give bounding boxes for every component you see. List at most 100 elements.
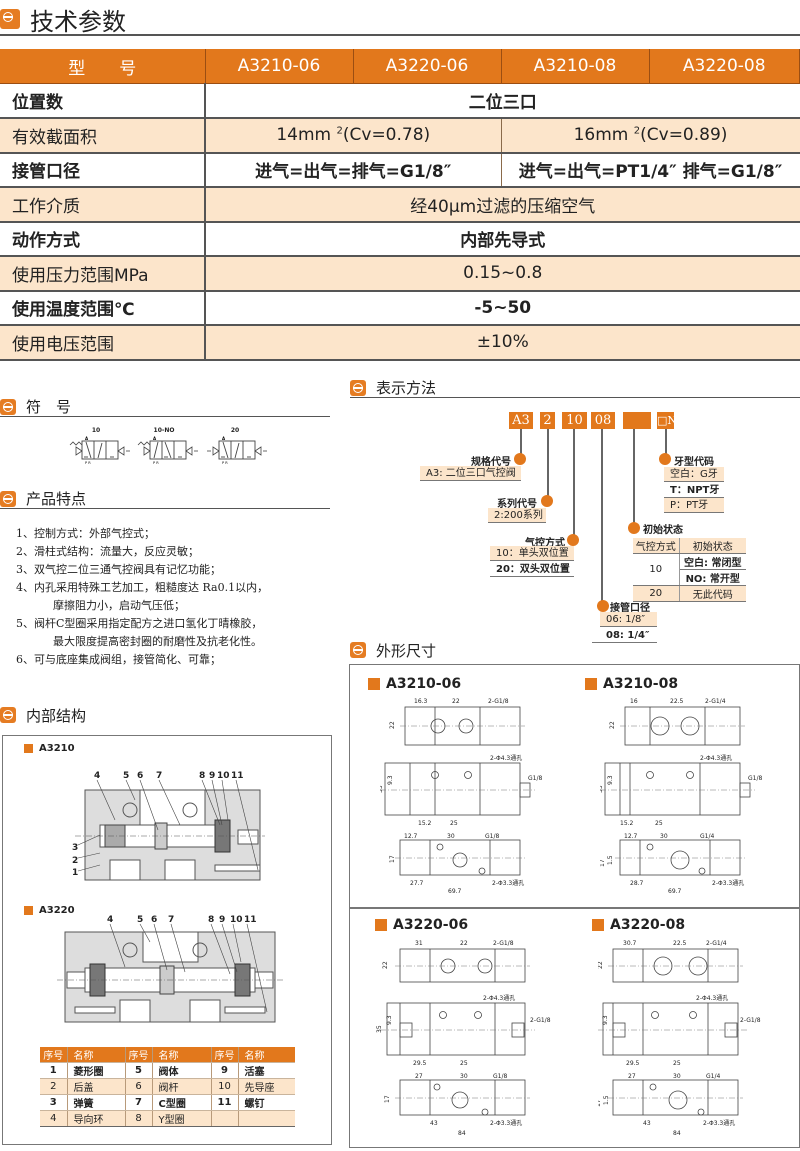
bullet-dot-icon bbox=[541, 495, 553, 507]
feature-item: 6、可与底座集成阀组，接管简化、可靠； bbox=[16, 653, 221, 666]
feature-item: 3、双气控二位三通气控阀具有记忆功能； bbox=[16, 563, 221, 576]
initial-state-title: 初始状态 bbox=[643, 525, 683, 536]
section-title: 技术参数 bbox=[30, 7, 126, 36]
svg-text:1.5: 1.5 bbox=[603, 1095, 610, 1105]
svg-text:G1/4: G1/4 bbox=[706, 1073, 720, 1080]
bullet-dot-icon bbox=[514, 453, 526, 465]
svg-text:2-G1/4: 2-G1/4 bbox=[705, 698, 726, 705]
svg-text:69.7: 69.7 bbox=[668, 888, 682, 895]
col-name: 名称 bbox=[238, 1047, 295, 1063]
model-a3220-06: A3220-06 bbox=[353, 49, 502, 84]
model-a3210-06: A3210-06 bbox=[205, 49, 354, 84]
svg-text:2-G1/4: 2-G1/4 bbox=[706, 940, 727, 947]
control-mode-option: 20：双头双位置 bbox=[490, 562, 574, 577]
spec-row: 工作介质 经40μm过滤的压缩空气 bbox=[0, 187, 800, 223]
svg-text:2: 2 bbox=[72, 856, 78, 866]
svg-text:35: 35 bbox=[600, 785, 604, 793]
svg-text:43: 43 bbox=[430, 1120, 438, 1127]
svg-text:31: 31 bbox=[415, 940, 423, 947]
feature-item: 2、滑柱式结构：流量大，反应灵敏； bbox=[16, 545, 199, 558]
svg-text:8: 8 bbox=[199, 771, 205, 781]
model-name: A3220 bbox=[39, 905, 75, 916]
valve-symbol-10: 10 A P R bbox=[68, 427, 130, 473]
code-thread: □N bbox=[657, 412, 678, 429]
initial-state-table: 气控方式 初始状态 10 空白: 常闭型 NO: 常开型 20 无此代码 bbox=[633, 538, 746, 602]
svg-text:9: 9 bbox=[219, 915, 225, 925]
col-no: 序号 bbox=[125, 1047, 153, 1063]
svg-text:4: 4 bbox=[107, 915, 113, 925]
spec-value: 14mm 2(Cv=0.78) bbox=[205, 118, 502, 154]
svg-text:2-G1/8: 2-G1/8 bbox=[530, 1017, 551, 1024]
col-no: 序号 bbox=[211, 1047, 239, 1063]
svg-text:22: 22 bbox=[460, 940, 468, 947]
feature-item: 1、控制方式：外部气控式； bbox=[16, 527, 155, 540]
svg-text:69.7: 69.7 bbox=[448, 888, 462, 895]
spec-label: 接管口径 bbox=[0, 152, 206, 188]
svg-text:7: 7 bbox=[156, 771, 162, 781]
a3220-06-dimension-drawing: 31 22 2-G1/8 22 2-Φ4.3通孔 35 9.3 2-G1/8 2… bbox=[376, 940, 551, 1137]
spec-row: 有效截面积 14mm 2(Cv=0.78) 16mm 2(Cv=0.89) bbox=[0, 118, 800, 154]
svg-text:12.7: 12.7 bbox=[624, 833, 638, 840]
svg-text:5: 5 bbox=[123, 771, 129, 781]
thread-code-option: P：PT牙 bbox=[664, 498, 724, 513]
spec-table: 型 号 A3210-06 A3220-06 A3210-08 A3220-08 … bbox=[0, 49, 800, 361]
leader-line bbox=[573, 429, 575, 539]
svg-text:2-Φ3.3通孔: 2-Φ3.3通孔 bbox=[492, 879, 524, 887]
tag-square-icon bbox=[368, 678, 380, 690]
a3210-06-dimension-drawing: 16.3 22 2-G1/8 22 2-Φ4.3通孔 35 9.3 G1/8 1… bbox=[380, 698, 542, 895]
code-initial-state bbox=[623, 412, 651, 429]
svg-text:43: 43 bbox=[643, 1120, 651, 1127]
spec-label: 使用电压范围 bbox=[0, 325, 206, 361]
svg-text:3: 3 bbox=[72, 843, 78, 853]
code-port: 08 bbox=[591, 412, 615, 429]
section-header-internal: 内部结构 bbox=[0, 705, 330, 725]
feature-item-continuation: 摩擦阻力小，启动气压低； bbox=[53, 599, 185, 612]
svg-text:17: 17 bbox=[600, 859, 606, 867]
svg-text:2-Φ4.3通孔: 2-Φ4.3通孔 bbox=[696, 994, 728, 1002]
section-header-designation: 表示方法 bbox=[350, 378, 800, 398]
section-title: 外形尺寸 bbox=[376, 641, 437, 660]
svg-text:22: 22 bbox=[609, 721, 616, 729]
svg-text:35: 35 bbox=[380, 785, 384, 793]
svg-text:27.7: 27.7 bbox=[410, 880, 424, 887]
svg-text:2-Φ3.3通孔: 2-Φ3.3通孔 bbox=[712, 879, 744, 887]
spec-value: 16mm 2(Cv=0.89) bbox=[501, 118, 800, 154]
model-name: A3220-06 bbox=[393, 917, 469, 933]
svg-text:2-Φ3.3通孔: 2-Φ3.3通孔 bbox=[490, 1119, 522, 1127]
valve-symbol-icon: A P R bbox=[207, 436, 267, 465]
feature-item: 5、阀杆C型圈采用指定配方之进口氢化丁晴橡胶， bbox=[16, 617, 263, 630]
svg-text:7: 7 bbox=[168, 915, 174, 925]
spec-value: 二位三口 bbox=[205, 83, 800, 119]
svg-text:30: 30 bbox=[447, 833, 455, 840]
spec-label: 工作介质 bbox=[0, 187, 206, 223]
svg-text:25: 25 bbox=[655, 820, 663, 827]
spec-value: ±10% bbox=[205, 325, 800, 361]
spec-value: 0.15~0.8 bbox=[205, 256, 800, 292]
svg-text:16: 16 bbox=[630, 698, 638, 705]
svg-text:P R: P R bbox=[85, 461, 91, 465]
spec-row: 使用温度范围℃ -5~50 bbox=[0, 290, 800, 326]
series-code-title: 系列代号 bbox=[497, 499, 537, 510]
valve-symbol-10-no: 10-NO A P R bbox=[136, 427, 198, 473]
model-name: A3210 bbox=[39, 743, 75, 754]
svg-text:22: 22 bbox=[452, 698, 460, 705]
model-tag-a3220-08: A3220-08 bbox=[592, 917, 685, 933]
tag-square-icon bbox=[375, 919, 387, 931]
svg-text:10: 10 bbox=[230, 915, 243, 925]
svg-text:30: 30 bbox=[673, 1073, 681, 1080]
svg-text:29.5: 29.5 bbox=[413, 1060, 427, 1067]
svg-text:1.5: 1.5 bbox=[607, 855, 614, 865]
spec-value: 进气=出气=PT1/4″ 排气=G1/8″ bbox=[501, 152, 800, 188]
svg-text:2-G1/8: 2-G1/8 bbox=[488, 698, 509, 705]
svg-text:A: A bbox=[153, 436, 157, 441]
svg-text:9.3: 9.3 bbox=[602, 1015, 609, 1025]
spec-row: 位置数 二位三口 bbox=[0, 83, 800, 119]
svg-text:15.2: 15.2 bbox=[620, 820, 634, 827]
leader-line bbox=[601, 429, 603, 604]
spec-label: 使用温度范围℃ bbox=[0, 290, 206, 326]
feature-item-continuation: 最大限度提高密封圈的耐磨性及抗老化性。 bbox=[53, 635, 262, 648]
